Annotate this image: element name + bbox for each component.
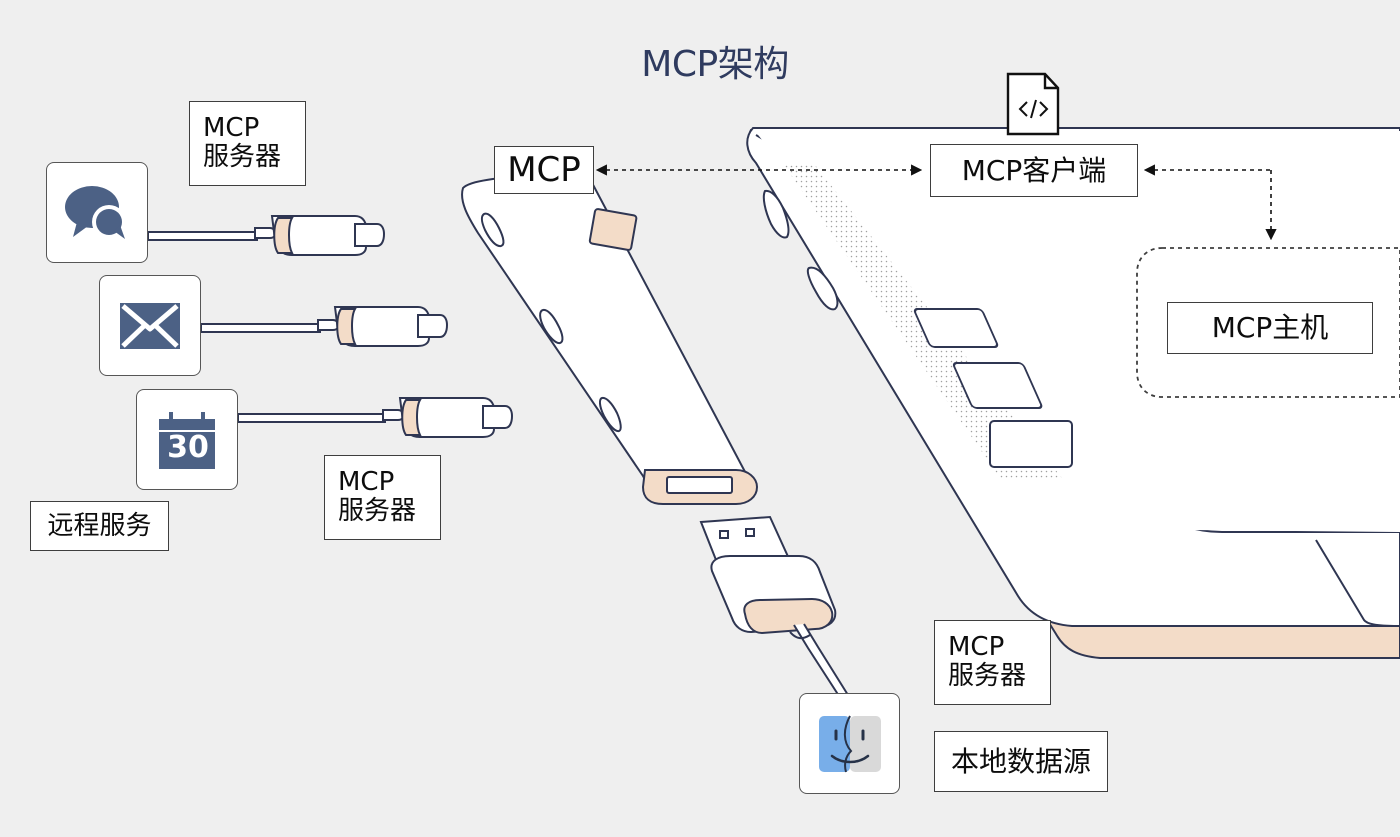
calendar-icon bbox=[159, 411, 215, 469]
calendar-day-number: 30 bbox=[167, 430, 209, 465]
connection-arrows bbox=[595, 164, 1277, 241]
local-data-source-label: 本地数据源 bbox=[934, 731, 1108, 792]
mcp-host-label: MCP主机 bbox=[1167, 302, 1373, 354]
usb-a-cable-icon bbox=[699, 515, 850, 698]
laptop-icon bbox=[746, 127, 1400, 659]
code-document-icon bbox=[1006, 72, 1060, 136]
mcp-server-label-bottom-right: MCP 服务器 bbox=[934, 620, 1051, 705]
finder-icon-card bbox=[799, 693, 900, 794]
usb-c-cable-icon bbox=[147, 215, 514, 438]
usb-hub-icon bbox=[461, 175, 759, 505]
mcp-server-label-middle-left: MCP 服务器 bbox=[324, 455, 441, 540]
chat-icon-card bbox=[46, 162, 148, 263]
calendar-icon-card: 30 bbox=[136, 389, 238, 490]
finder-icon bbox=[818, 715, 881, 772]
chat-icon bbox=[65, 185, 126, 239]
mail-icon-card bbox=[99, 275, 201, 376]
mcp-server-label-top-left: MCP 服务器 bbox=[189, 101, 306, 186]
host-dashed-boundary bbox=[1136, 247, 1400, 398]
mail-icon bbox=[120, 302, 180, 349]
diagram-title: MCP架构 bbox=[641, 44, 789, 85]
remote-services-label: 远程服务 bbox=[30, 501, 169, 551]
mcp-client-label: MCP客户端 bbox=[930, 144, 1138, 197]
mcp-label: MCP bbox=[494, 146, 594, 194]
